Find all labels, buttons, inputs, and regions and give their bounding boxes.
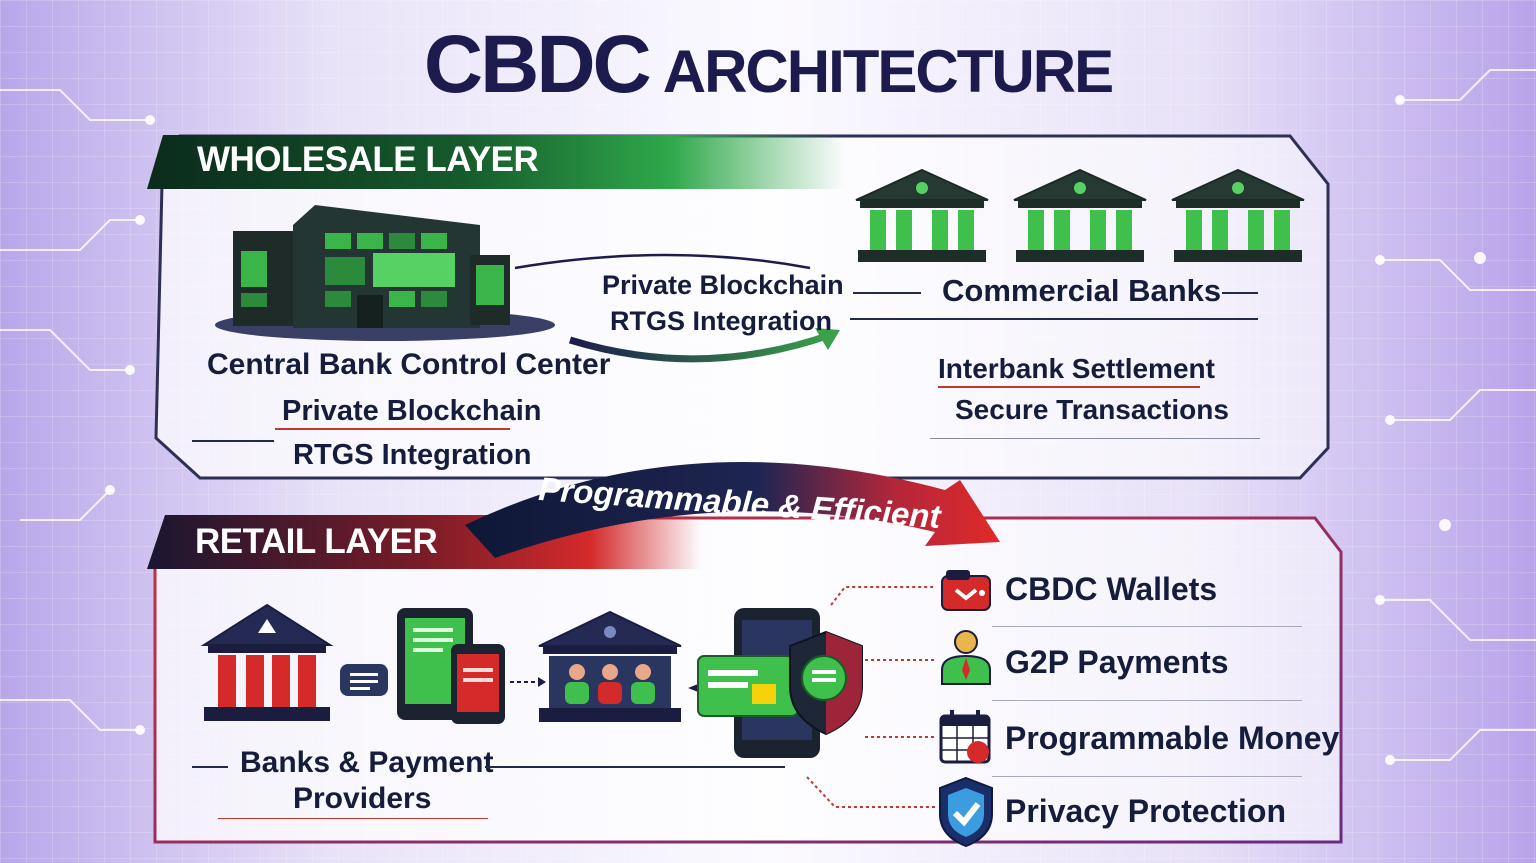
central-bank-name: Central Bank Control Center xyxy=(207,348,611,381)
flow-connector xyxy=(510,677,546,687)
bank-icon xyxy=(855,168,989,262)
mobile-phones-icon xyxy=(397,608,505,724)
divider-line xyxy=(850,318,1258,320)
underline-red xyxy=(938,386,1200,388)
wholesale-layer-banner: WHOLESALE LAYER xyxy=(197,140,539,179)
central-bank-private-blockchain: Private Blockchain xyxy=(282,395,542,427)
feature-connectors xyxy=(806,586,935,808)
providers-label-line2: Providers xyxy=(293,782,432,815)
wallet-phone-shield-icon xyxy=(688,608,863,758)
divider-line xyxy=(192,766,228,768)
feature-interbank-settlement: Interbank Settlement xyxy=(938,353,1215,384)
divider-line xyxy=(485,766,785,768)
connector-rtgs-integration: RTGS Integration xyxy=(610,306,832,336)
central-bank-building-icon xyxy=(215,205,555,341)
bank-icon xyxy=(1013,168,1147,262)
programmable-efficient-ribbon xyxy=(465,462,1000,558)
shield-check-icon xyxy=(939,776,993,848)
divider-line xyxy=(1222,292,1258,294)
central-bank-rtgs-integration: RTGS Integration xyxy=(293,439,532,471)
title-architecture: ARCHITECTURE xyxy=(662,38,1114,105)
divider-line xyxy=(930,438,1260,439)
calendar-icon xyxy=(939,710,991,764)
community-bank-icon xyxy=(538,610,682,722)
underline-red xyxy=(275,428,510,430)
feature-cbdc-wallets: CBDC Wallets xyxy=(1005,571,1218,607)
providers-label-line1: Banks & Payment xyxy=(240,746,494,779)
underline-red xyxy=(218,818,488,819)
blockchain-connector-arrow xyxy=(514,253,840,363)
divider-line xyxy=(192,440,274,442)
feature-secure-transactions: Secure Transactions xyxy=(955,394,1229,425)
divider-line xyxy=(992,700,1302,701)
title-cbdc: CBDC xyxy=(423,19,652,110)
wholesale-banner-shape xyxy=(147,135,845,189)
bank-icon xyxy=(1171,168,1305,262)
divider-line xyxy=(992,776,1302,777)
bank-icon xyxy=(200,603,334,721)
feature-programmable-money: Programmable Money xyxy=(1005,720,1340,756)
message-icon xyxy=(340,664,388,696)
divider-line xyxy=(992,626,1302,627)
feature-g2p-payments: G2P Payments xyxy=(1005,644,1229,680)
connector-private-blockchain: Private Blockchain xyxy=(602,270,844,300)
retail-layer-banner: RETAIL LAYER xyxy=(195,522,438,561)
feature-privacy-protection: Privacy Protection xyxy=(1005,793,1286,829)
wallet-icon xyxy=(941,570,991,611)
commercial-banks-label: Commercial Banks xyxy=(942,273,1222,308)
divider-line xyxy=(853,292,921,294)
person-icon xyxy=(941,630,991,685)
